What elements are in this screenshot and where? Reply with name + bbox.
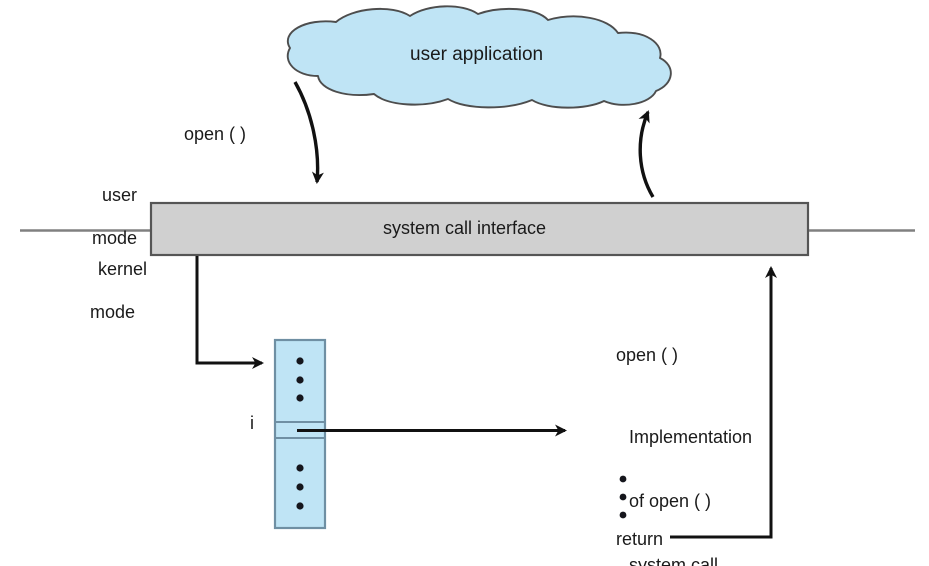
open-call-arrow — [293, 81, 324, 184]
implementation-line-1: Implementation — [629, 427, 753, 448]
kernel-mode-line1: kernel — [98, 259, 148, 280]
kernel-mode-label: kernel mode — [78, 238, 147, 365]
user-mode-label: user mode — [82, 164, 137, 291]
return-label: return — [616, 529, 664, 549]
implementation-line-2: of open ( ) — [629, 491, 712, 512]
user-application-cloud — [286, 5, 672, 109]
user-mode-line1: user — [102, 185, 138, 206]
table-dot — [296, 502, 304, 510]
system-call-table — [273, 338, 327, 530]
table-dot — [296, 357, 304, 365]
table-dot — [296, 394, 304, 402]
implementation-body-label: Implementation of open ( ) system call — [629, 385, 752, 566]
implementation-line-3: system call — [629, 554, 719, 566]
system-call-interface-label: system call interface — [382, 218, 547, 238]
user-mode-line2: mode — [92, 227, 138, 248]
table-dot — [296, 483, 304, 491]
implementation-dot — [619, 511, 627, 519]
dispatch-arrow — [195, 256, 264, 369]
table-dot — [296, 464, 304, 472]
implementation-dot — [619, 493, 627, 501]
return-to-application-arrow — [638, 110, 655, 198]
user-application-label: user application — [410, 44, 544, 65]
implementation-dot — [619, 475, 627, 483]
implementation-header-label: open ( ) — [616, 345, 679, 365]
system-call-interface-bar — [149, 201, 810, 257]
kernel-mode-line2: mode — [90, 301, 136, 322]
table-index-label: i — [250, 413, 254, 433]
return-path-arrow — [670, 266, 777, 539]
table-dot — [296, 376, 304, 384]
open-call-label: open ( ) — [184, 124, 247, 144]
